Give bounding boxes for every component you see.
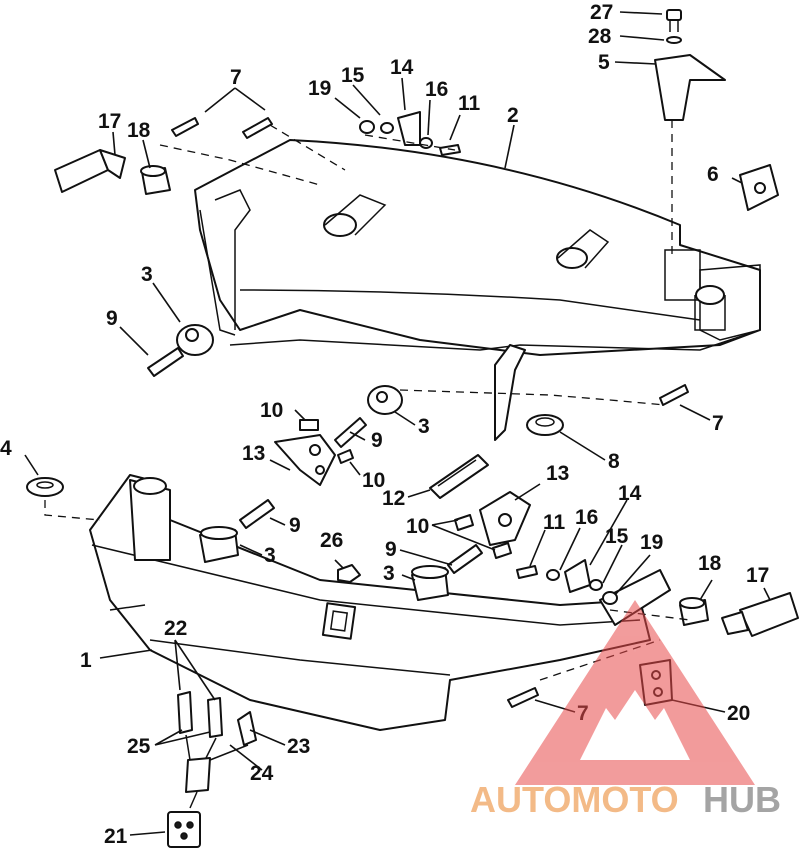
callout-label: 3	[264, 544, 276, 567]
callout-label: 4	[0, 437, 12, 460]
callout-label: 9	[371, 429, 383, 452]
callout-label: 16	[575, 506, 598, 529]
callout-label: 15	[341, 64, 365, 87]
callout-label: 10	[406, 515, 429, 538]
warning-triangle-inner-icon	[600, 650, 670, 720]
callout-label: 25	[127, 735, 151, 758]
callout-label: 7	[230, 66, 242, 89]
callout-label: 2	[507, 104, 519, 127]
callout-label: 14	[390, 56, 414, 79]
leader-lines	[24, 11, 771, 836]
small-parts	[26, 9, 799, 848]
callout-label: 19	[308, 77, 331, 100]
watermark-text-part2: HUB	[703, 779, 781, 820]
warning-triangle-icon	[515, 600, 755, 785]
callout-labels: 27 28 5 7 15 14 19 16 11 2 17 18 6 3 9 7…	[0, 1, 769, 848]
callout-label: 20	[727, 702, 750, 725]
callout-label: 1	[80, 649, 92, 672]
callout-label: 9	[385, 538, 397, 561]
callout-label: 3	[141, 263, 153, 286]
callout-label: 8	[608, 450, 620, 473]
callout-label: 11	[543, 511, 566, 534]
callout-label: 17	[746, 564, 769, 587]
callout-label: 11	[458, 92, 481, 115]
callout-label: 17	[98, 110, 121, 133]
callout-label: 13	[242, 442, 265, 465]
callout-label: 10	[362, 469, 385, 492]
callout-label: 21	[104, 825, 128, 848]
callout-label: 3	[418, 415, 430, 438]
callout-label: 22	[164, 617, 187, 640]
callout-label: 16	[425, 78, 448, 101]
callout-label: 12	[382, 487, 405, 510]
watermark-logo	[515, 600, 755, 785]
callout-label: 14	[618, 482, 642, 505]
callout-label: 9	[289, 514, 301, 537]
callout-label: 18	[127, 119, 151, 142]
callout-label: 10	[260, 399, 283, 422]
callout-label: 6	[707, 163, 719, 186]
callout-label: 5	[598, 51, 610, 74]
upper-cover	[194, 139, 761, 441]
callout-label: 27	[590, 1, 613, 24]
callout-label: 19	[640, 531, 663, 554]
callout-label: 26	[320, 529, 343, 552]
callout-label: 28	[588, 25, 612, 48]
watermark-text-part1: AUTOMOTO	[470, 779, 679, 820]
callout-label: 23	[287, 735, 310, 758]
callout-label: 13	[546, 462, 569, 485]
callout-label: 9	[106, 307, 118, 330]
callout-label: 18	[698, 552, 722, 575]
watermark-text: AUTOMOTO HUB	[470, 779, 781, 820]
callout-label: 15	[605, 525, 629, 548]
callout-label: 24	[250, 762, 274, 785]
callout-label: 3	[383, 562, 395, 585]
callout-label: 7	[712, 412, 724, 435]
